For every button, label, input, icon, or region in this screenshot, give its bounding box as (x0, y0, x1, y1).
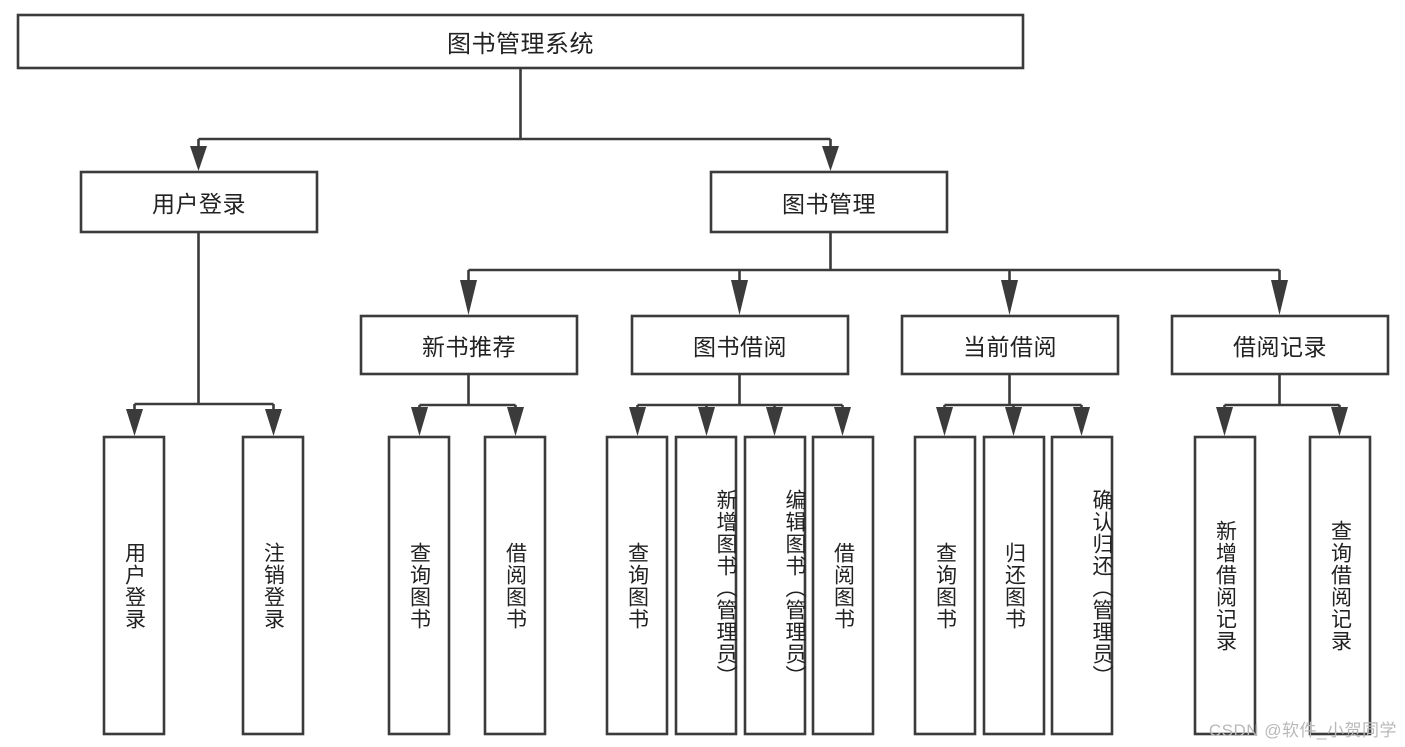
node-box-borrow-record[interactable] (1170, 314, 1390, 376)
nodes-group (16, 13, 1390, 736)
arrow-to-user-login (190, 146, 207, 171)
arrow-to-leaf-edit-book (766, 407, 783, 436)
arrow-to-current-borrow (1001, 280, 1018, 315)
node-box-leaf-return-book[interactable] (982, 435, 1046, 736)
node-box-book-borrow[interactable] (630, 314, 850, 376)
node-box-leaf-query-record[interactable] (1308, 435, 1372, 736)
node-box-leaf-borrow-book[interactable] (811, 435, 875, 736)
node-box-leaf-query-book-rec[interactable] (387, 435, 451, 736)
node-box-leaf-add-book[interactable] (674, 435, 738, 736)
arrow-to-leaf-confirm-return (1073, 407, 1090, 436)
arrow-to-book-manage (822, 146, 839, 171)
connectors-group (126, 68, 1348, 436)
arrow-to-borrow-record (1271, 280, 1288, 315)
arrow-to-leaf-add-book (698, 407, 715, 436)
arrow-to-leaf-query-book-cur (936, 407, 953, 436)
arrow-to-leaf-add-record (1216, 407, 1233, 436)
node-box-leaf-borrow-book-rec[interactable] (483, 435, 547, 736)
node-box-leaf-query-book[interactable] (605, 435, 669, 736)
arrow-to-leaf-borrow-book-rec (507, 407, 524, 436)
arrow-to-book-borrow (731, 280, 748, 315)
node-box-leaf-query-book-cur[interactable] (913, 435, 977, 736)
arrow-to-leaf-query-book (629, 407, 646, 436)
arrow-to-leaf-return-book (1005, 407, 1022, 436)
node-box-leaf-add-record[interactable] (1193, 435, 1257, 736)
node-box-user-login[interactable] (79, 170, 319, 234)
node-box-leaf-confirm-return[interactable] (1050, 435, 1114, 736)
arrow-to-leaf-user-login (126, 409, 143, 436)
node-box-new-book-rec[interactable] (359, 314, 579, 376)
arrow-to-leaf-query-book-rec (411, 407, 428, 436)
arrow-to-new-book-rec (460, 280, 477, 315)
node-box-current-borrow[interactable] (900, 314, 1120, 376)
arrow-to-leaf-query-record (1331, 407, 1348, 436)
node-box-book-manage[interactable] (709, 170, 949, 234)
node-box-leaf-edit-book[interactable] (743, 435, 807, 736)
arrow-to-leaf-borrow-book (834, 407, 851, 436)
arrow-to-leaf-logout (265, 409, 282, 436)
node-box-leaf-user-login[interactable] (102, 435, 166, 736)
node-box-leaf-logout[interactable] (241, 435, 305, 736)
node-box-root[interactable] (16, 13, 1025, 70)
